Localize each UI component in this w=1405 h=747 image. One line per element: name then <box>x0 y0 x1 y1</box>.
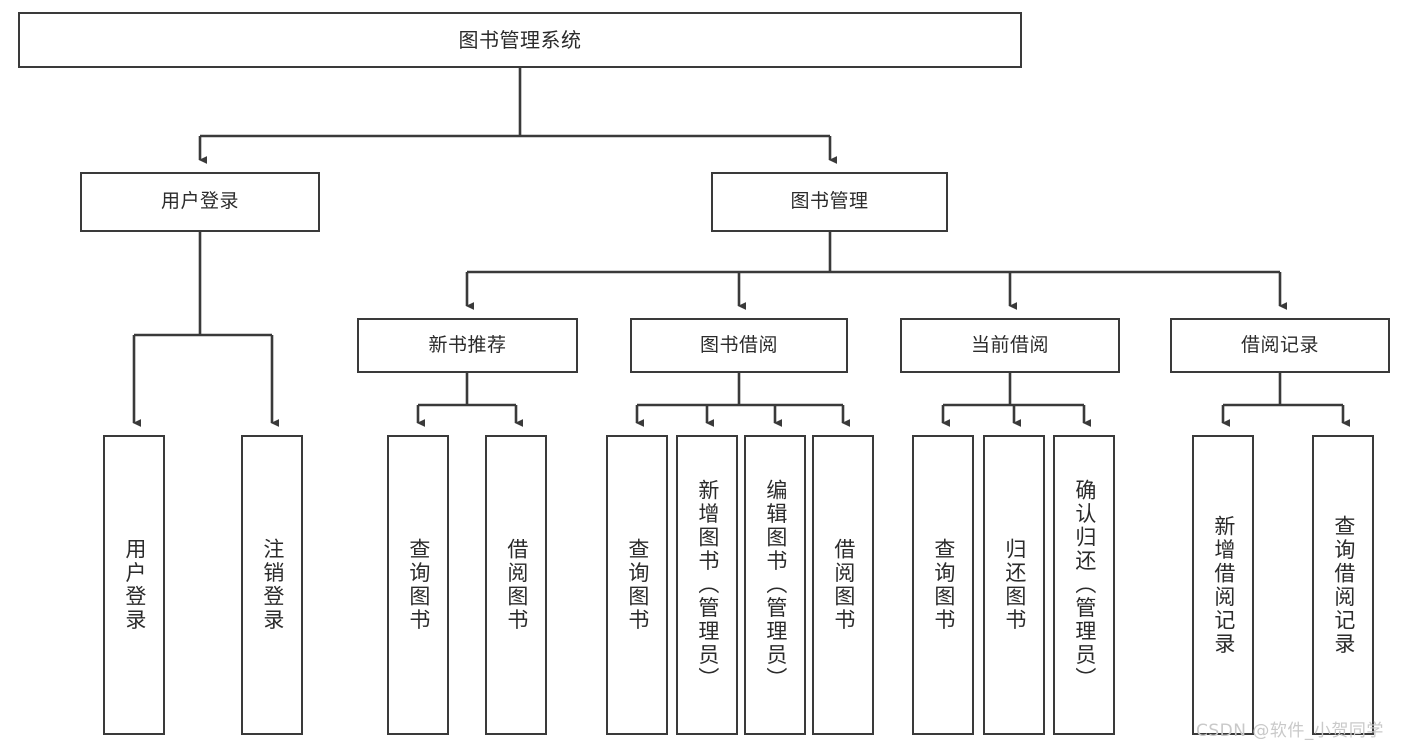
node-current-borrow[interactable]: 当前借阅 <box>900 318 1120 373</box>
node-recommend-borrow-book-label: 借阅图书 <box>504 538 529 632</box>
node-borrow-record[interactable]: 借阅记录 <box>1170 318 1390 373</box>
node-current-query-book[interactable]: 查询图书 <box>912 435 974 735</box>
node-recommend-query-book[interactable]: 查询图书 <box>387 435 449 735</box>
node-user-login[interactable]: 用户登录 <box>80 172 320 232</box>
node-borrow-query-book[interactable]: 查询图书 <box>606 435 668 735</box>
node-record-add[interactable]: 新增借阅记录 <box>1192 435 1254 735</box>
node-book-borrow[interactable]: 图书借阅 <box>630 318 848 373</box>
node-borrow-edit-book[interactable]: 编辑图书（管理员） <box>744 435 806 735</box>
node-record-add-label: 新增借阅记录 <box>1211 514 1236 656</box>
node-recommend-query-book-label: 查询图书 <box>406 538 431 632</box>
node-book-borrow-label: 图书借阅 <box>699 333 778 356</box>
node-new-book-recommend-label: 新书推荐 <box>428 333 507 356</box>
watermark-text: CSDN @软件_小贺同学 <box>1196 721 1384 741</box>
node-current-confirm-return-label: 确认归还（管理员） <box>1072 479 1097 691</box>
node-root-label: 图书管理系统 <box>458 27 582 52</box>
node-record-query-label: 查询借阅记录 <box>1331 514 1356 656</box>
node-borrow-add-book[interactable]: 新增图书（管理员） <box>676 435 738 735</box>
node-borrow-edit-book-label: 编辑图书（管理员） <box>763 479 788 691</box>
node-user-login-do-label: 用户登录 <box>122 538 147 632</box>
node-user-logout-label: 注销登录 <box>260 538 285 632</box>
node-current-return-book-label: 归还图书 <box>1002 538 1027 632</box>
node-current-confirm-return[interactable]: 确认归还（管理员） <box>1053 435 1115 735</box>
node-record-query[interactable]: 查询借阅记录 <box>1312 435 1374 735</box>
node-current-borrow-label: 当前借阅 <box>970 333 1049 356</box>
node-borrow-borrow-book[interactable]: 借阅图书 <box>812 435 874 735</box>
node-user-logout[interactable]: 注销登录 <box>241 435 303 735</box>
node-borrow-record-label: 借阅记录 <box>1240 333 1319 356</box>
node-borrow-add-book-label: 新增图书（管理员） <box>695 479 720 691</box>
node-borrow-borrow-book-label: 借阅图书 <box>831 538 856 632</box>
node-borrow-query-book-label: 查询图书 <box>625 538 650 632</box>
node-current-return-book[interactable]: 归还图书 <box>983 435 1045 735</box>
node-current-query-book-label: 查询图书 <box>931 538 956 632</box>
watermark: CSDN @软件_小贺同学 <box>1196 716 1384 741</box>
node-root[interactable]: 图书管理系统 <box>18 12 1022 68</box>
node-book-manage[interactable]: 图书管理 <box>711 172 948 232</box>
node-recommend-borrow-book[interactable]: 借阅图书 <box>485 435 547 735</box>
node-new-book-recommend[interactable]: 新书推荐 <box>357 318 578 373</box>
node-book-manage-label: 图书管理 <box>790 190 869 213</box>
node-user-login-label: 用户登录 <box>160 190 239 213</box>
node-user-login-do[interactable]: 用户登录 <box>103 435 165 735</box>
